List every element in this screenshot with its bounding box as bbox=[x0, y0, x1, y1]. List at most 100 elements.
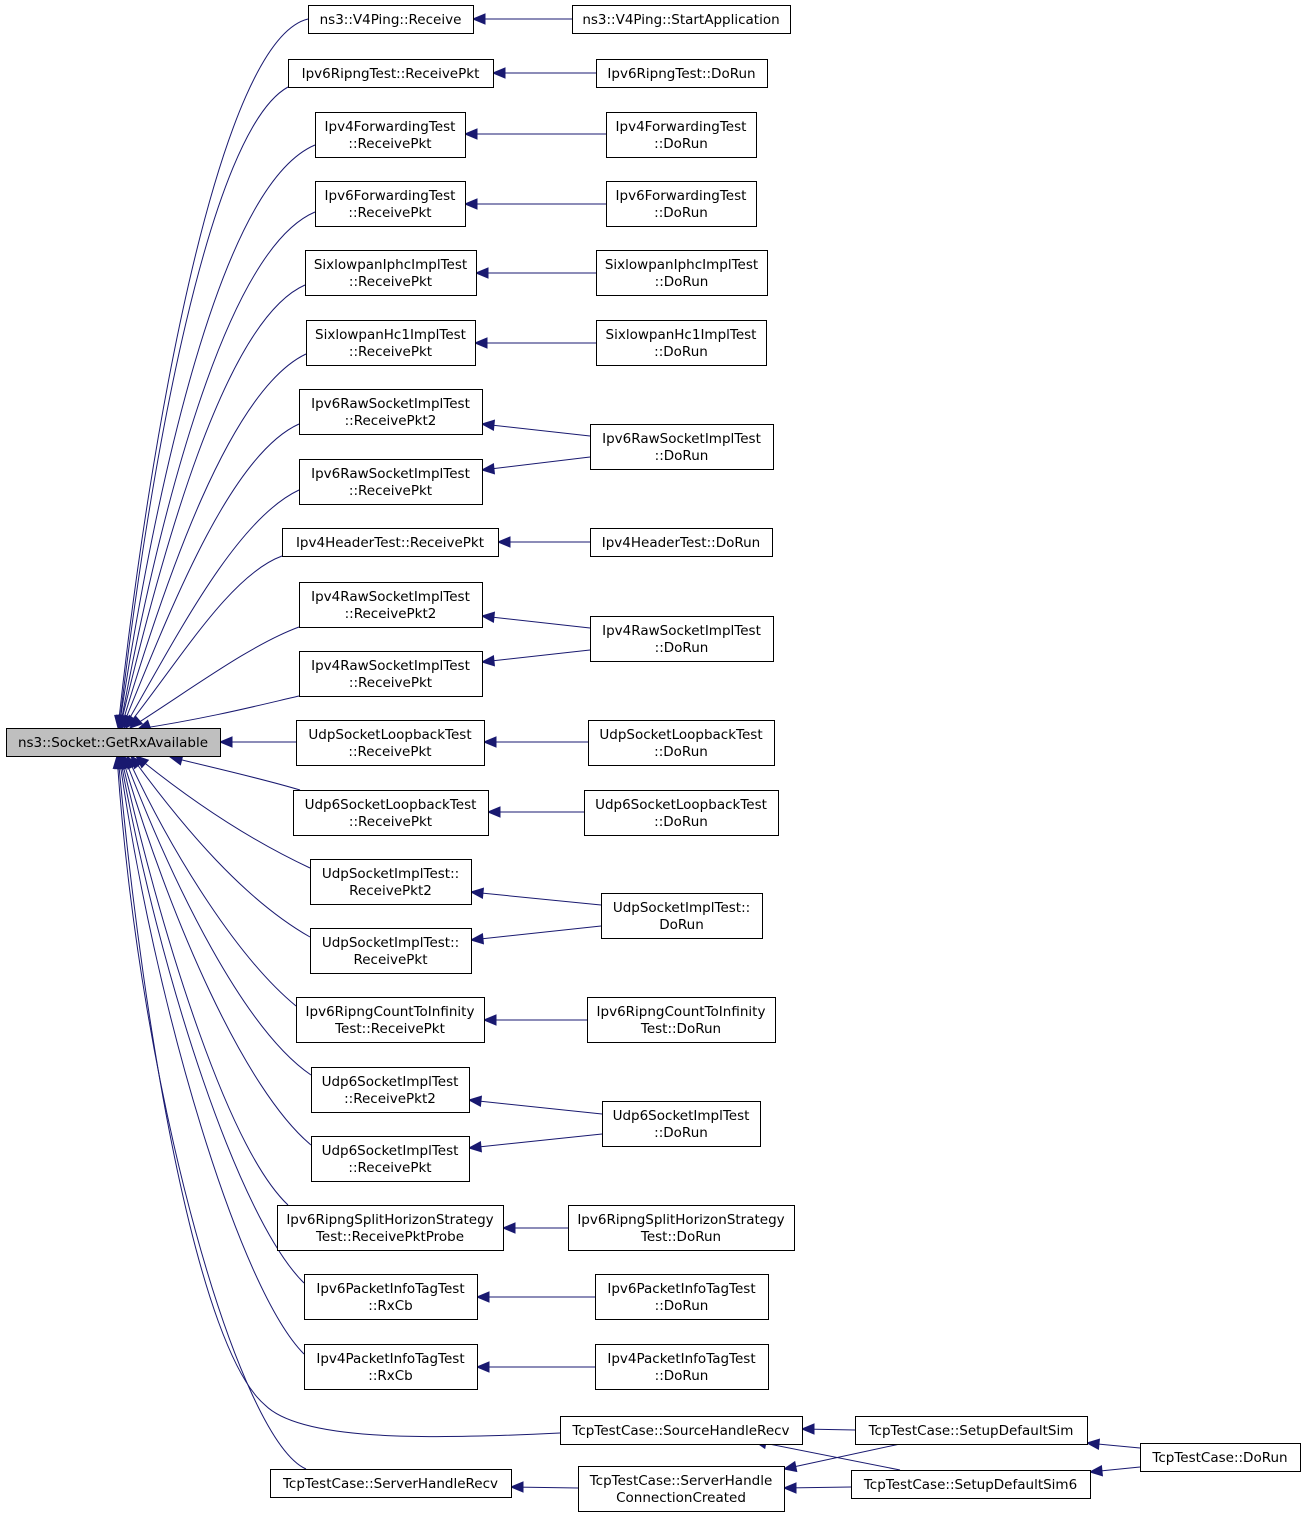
arrowhead bbox=[486, 806, 501, 818]
node-label: Test::ReceivePkt bbox=[334, 1021, 445, 1037]
node-label: TcpTestCase::DoRun bbox=[1151, 1450, 1287, 1466]
node-ripng_recv[interactable]: Ipv6RipngTest::ReceivePkt bbox=[288, 59, 494, 88]
edge-ip4raw_recv2-to-root bbox=[129, 626, 300, 729]
edge-line bbox=[118, 86, 289, 729]
node-tcp_setup[interactable]: TcpTestCase::SetupDefaultSim bbox=[855, 1416, 1088, 1445]
node-udpimpl_recv[interactable]: UdpSocketImplTest::ReceivePkt bbox=[310, 928, 472, 974]
node-label: Ipv6RipngSplitHorizonStrategy bbox=[577, 1212, 784, 1228]
edge-udpimpl_recv-to-root bbox=[130, 754, 311, 938]
node-tcp_srvrecv[interactable]: TcpTestCase::ServerHandleRecv bbox=[270, 1469, 512, 1498]
edge-line bbox=[481, 456, 591, 471]
node-label: Ipv6RipngCountToInfinity bbox=[597, 1004, 766, 1020]
node-label: Ipv6PacketInfoTagTest bbox=[316, 1281, 464, 1297]
arrowhead bbox=[491, 67, 506, 79]
node-label: ns3::Socket::GetRxAvailable bbox=[18, 735, 208, 751]
edge-line bbox=[117, 18, 309, 729]
node-box bbox=[596, 320, 767, 366]
node-tcp_conn[interactable]: TcpTestCase::ServerHandleConnectionCreat… bbox=[578, 1466, 785, 1512]
node-ip6fwd_recv[interactable]: Ipv6ForwardingTest::ReceivePkt bbox=[315, 181, 466, 227]
arrowhead bbox=[496, 536, 511, 548]
edge-line bbox=[117, 755, 561, 1438]
node-label: ::DoRun bbox=[654, 205, 708, 221]
node-ip4raw_recv[interactable]: Ipv4RawSocketImplTest::ReceivePkt bbox=[299, 651, 483, 697]
node-udploop_recv[interactable]: UdpSocketLoopbackTest::ReceivePkt bbox=[296, 720, 485, 766]
edge-ip6fwd_recv-to-root bbox=[117, 211, 316, 730]
node-ip4raw_recv2[interactable]: Ipv4RawSocketImplTest::ReceivePkt2 bbox=[299, 582, 483, 628]
node-udp6impl_recv[interactable]: Udp6SocketImplTest::ReceivePkt bbox=[311, 1136, 470, 1182]
node-ip4hdr_dorun[interactable]: Ipv4HeaderTest::DoRun bbox=[590, 528, 773, 557]
node-label: SixlowpanHc1ImplTest bbox=[315, 327, 466, 343]
node-label: Udp6SocketLoopbackTest bbox=[305, 797, 477, 813]
arrowhead bbox=[463, 198, 478, 210]
node-shs_recv[interactable]: Ipv6RipngSplitHorizonStrategyTest::Recei… bbox=[277, 1205, 504, 1251]
nodes-layer: ns3::Socket::GetRxAvailable ns3::V4Ping::… bbox=[6, 5, 1301, 1512]
node-label: Ipv4HeaderTest::ReceivePkt bbox=[296, 535, 484, 551]
node-label: Ipv6PacketInfoTagTest bbox=[607, 1281, 755, 1297]
node-ip4fwd_recv[interactable]: Ipv4ForwardingTest::ReceivePkt bbox=[315, 112, 466, 158]
edge-udpimpl_dorun-to-udpimpl_recv2 bbox=[469, 887, 602, 906]
edge-line bbox=[116, 755, 307, 1470]
node-hc1_dorun[interactable]: SixlowpanHc1ImplTest::DoRun bbox=[596, 320, 767, 366]
node-ip4fwd_dorun[interactable]: Ipv4ForwardingTest::DoRun bbox=[606, 112, 757, 158]
node-ip6tag_rxcb[interactable]: Ipv6PacketInfoTagTest::RxCb bbox=[304, 1274, 478, 1320]
node-box bbox=[308, 5, 474, 34]
node-label: ::DoRun bbox=[654, 136, 708, 152]
node-ripng_dorun[interactable]: Ipv6RipngTest::DoRun bbox=[596, 59, 768, 88]
node-v4ping_receive[interactable]: ns3::V4Ping::Receive bbox=[308, 5, 474, 34]
node-ip4tag_rxcb[interactable]: Ipv4PacketInfoTagTest::RxCb bbox=[304, 1344, 478, 1390]
node-label: ns3::V4Ping::StartApplication bbox=[582, 12, 779, 28]
node-udp6loop_recv[interactable]: Udp6SocketLoopbackTest::ReceivePkt bbox=[293, 790, 489, 836]
node-ip6raw_recv[interactable]: Ipv6RawSocketImplTest::ReceivePkt bbox=[299, 459, 483, 505]
arrowhead bbox=[475, 1361, 490, 1373]
edge-line bbox=[118, 144, 316, 729]
arrowhead bbox=[467, 1095, 483, 1107]
node-label: UdpSocketLoopbackTest bbox=[308, 727, 471, 743]
node-tcp_setup6[interactable]: TcpTestCase::SetupDefaultSim6 bbox=[851, 1470, 1091, 1499]
node-box bbox=[296, 997, 485, 1043]
node-udploop_dorun[interactable]: UdpSocketLoopbackTest::DoRun bbox=[588, 720, 775, 766]
node-box bbox=[310, 859, 472, 905]
edge-line bbox=[119, 211, 316, 729]
node-tcp_srcrecv[interactable]: TcpTestCase::SourceHandleRecv bbox=[560, 1416, 803, 1445]
node-udpimpl_recv2[interactable]: UdpSocketImplTest::ReceivePkt2 bbox=[310, 859, 472, 905]
node-ip6raw_dorun[interactable]: Ipv6RawSocketImplTest::DoRun bbox=[590, 424, 774, 470]
node-iphc_dorun[interactable]: SixlowpanIphcImplTest::DoRun bbox=[596, 250, 768, 296]
node-ip6raw_recv2[interactable]: Ipv6RawSocketImplTest::ReceivePkt2 bbox=[299, 389, 483, 435]
edge-ripng_recv-to-root bbox=[115, 86, 289, 730]
node-ip4tag_dorun[interactable]: Ipv4PacketInfoTagTest::DoRun bbox=[595, 1344, 769, 1390]
node-label: ns3::V4Ping::Receive bbox=[320, 12, 462, 28]
node-label: ::DoRun bbox=[654, 344, 708, 360]
node-label: Ipv6RawSocketImplTest bbox=[311, 396, 470, 412]
node-v4ping_start[interactable]: ns3::V4Ping::StartApplication bbox=[572, 5, 791, 34]
node-hc1_recv[interactable]: SixlowpanHc1ImplTest::ReceivePkt bbox=[306, 320, 476, 366]
node-udp6impl_recv2[interactable]: Udp6SocketImplTest::ReceivePkt2 bbox=[311, 1067, 470, 1113]
node-label: ::RxCb bbox=[368, 1368, 412, 1384]
node-tcp_dorun[interactable]: TcpTestCase::DoRun bbox=[1140, 1443, 1301, 1472]
edge-line bbox=[169, 756, 301, 791]
node-label: ::DoRun bbox=[655, 1368, 709, 1384]
node-ip4hdr_recv[interactable]: Ipv4HeaderTest::ReceivePkt bbox=[282, 528, 499, 557]
node-label: Ipv4RawSocketImplTest bbox=[311, 589, 470, 605]
node-box bbox=[587, 997, 776, 1043]
edge-ip4tag_rxcb-to-root bbox=[115, 754, 305, 1355]
node-ip6fwd_dorun[interactable]: Ipv6ForwardingTest::DoRun bbox=[606, 181, 757, 227]
node-label: ::RxCb bbox=[368, 1298, 412, 1314]
node-iphc_recv[interactable]: SixlowpanIphcImplTest::ReceivePkt bbox=[305, 250, 477, 296]
node-label: Ipv6RawSocketImplTest bbox=[602, 431, 761, 447]
arrowhead bbox=[800, 1423, 815, 1435]
node-udp6loop_dorun[interactable]: Udp6SocketLoopbackTest::DoRun bbox=[584, 790, 779, 836]
edge-tcp_dorun-to-tcp_setup6 bbox=[1088, 1465, 1141, 1477]
edge-ip4raw_recv-to-root bbox=[136, 695, 300, 731]
node-label: ::ReceivePkt bbox=[348, 205, 431, 221]
node-udp6impl_dorun[interactable]: Udp6SocketImplTest::DoRun bbox=[602, 1101, 761, 1147]
node-udpimpl_dorun[interactable]: UdpSocketImplTest::DoRun bbox=[601, 893, 763, 939]
node-ip6tag_dorun[interactable]: Ipv6PacketInfoTagTest::DoRun bbox=[595, 1274, 769, 1320]
node-root[interactable]: ns3::Socket::GetRxAvailable bbox=[6, 728, 221, 757]
node-label: ::ReceivePkt bbox=[348, 1160, 431, 1176]
node-label: Udp6SocketLoopbackTest bbox=[595, 797, 767, 813]
node-ip4raw_dorun[interactable]: Ipv4RawSocketImplTest::DoRun bbox=[590, 616, 774, 662]
node-label: ::ReceivePkt2 bbox=[344, 1091, 436, 1107]
